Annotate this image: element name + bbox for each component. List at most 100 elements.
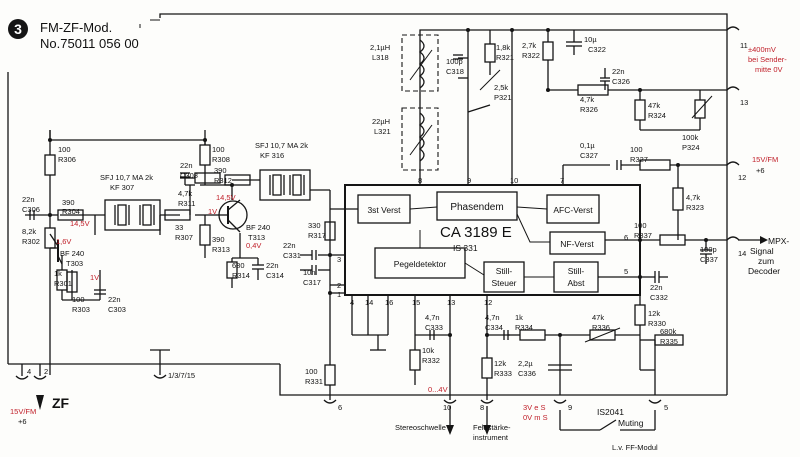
r330-value: 12k bbox=[648, 309, 660, 318]
mpx-label-line4: Decoder bbox=[748, 266, 780, 276]
c331-value: 22n bbox=[283, 241, 296, 250]
field-strength-label-line2: instrument bbox=[473, 433, 509, 442]
ic-block-mute-control-line2: Steuer bbox=[491, 278, 516, 288]
ic-pin-3: 3 bbox=[337, 255, 341, 264]
resistor-r307 bbox=[164, 209, 191, 221]
voltage-1v-t303: 1V bbox=[90, 273, 99, 282]
ic-pin-10: 10 bbox=[510, 176, 518, 185]
pin-label-11: 11 bbox=[740, 41, 748, 50]
c308-value: 22n bbox=[180, 161, 193, 170]
afc-label-line2: bei Sender- bbox=[748, 55, 787, 64]
r317-ref: R317 bbox=[308, 231, 326, 240]
c308-ref: C308 bbox=[180, 171, 198, 180]
c314-ref: C314 bbox=[266, 271, 284, 280]
filter-kf307 bbox=[104, 199, 161, 231]
coil-l321 bbox=[401, 107, 439, 171]
resistor-r311 bbox=[194, 172, 221, 184]
r307-value: 33 bbox=[175, 223, 183, 232]
voltage-0-to-4v: 0...4V bbox=[428, 385, 448, 394]
c303-value: 22n bbox=[108, 295, 121, 304]
r323-ref: R323 bbox=[686, 203, 704, 212]
r336-ref: R336 bbox=[592, 323, 610, 332]
r332-value: 10k bbox=[422, 346, 434, 355]
resistor-r334 bbox=[519, 329, 546, 341]
r304-value: 390 bbox=[62, 198, 75, 207]
resistor-r330 bbox=[634, 304, 646, 326]
kf316-ref: KF 316 bbox=[260, 151, 284, 160]
t313-ref: T313 bbox=[248, 233, 265, 242]
pin-label-14: 14 bbox=[738, 249, 746, 258]
afc-label-line3: mitte 0V bbox=[755, 65, 783, 74]
transistor-t313 bbox=[218, 199, 248, 233]
r306-value: 100 bbox=[58, 145, 71, 154]
voltage-annotations: 14,5V 1,6V 1V 14,5V 1V 0,4V 0...4V bbox=[56, 193, 448, 394]
r311-ref: R311 bbox=[178, 199, 195, 208]
pins-1-3-7-15-label: 1/3/7/15 bbox=[168, 371, 195, 380]
mpx-label-line2: Signal bbox=[750, 246, 774, 256]
r308-value: 100 bbox=[212, 145, 225, 154]
board-frame bbox=[7, 13, 728, 396]
stereo-threshold-label: Stereoschwelle bbox=[395, 423, 446, 432]
pin-label-12: 12 bbox=[738, 173, 746, 182]
ic-pin-12: 12 bbox=[484, 298, 492, 307]
voltage-1v-t313: 1V bbox=[208, 207, 217, 216]
c314-value: 22n bbox=[266, 261, 279, 270]
c322-value: 10µ bbox=[584, 35, 597, 44]
module-number: No.75011 056 00 bbox=[40, 36, 139, 51]
ic-part-number: CA 3189 E bbox=[440, 224, 512, 241]
resistor-r327 bbox=[639, 159, 671, 171]
ff-module-label: L.v. FF-Modul bbox=[612, 443, 658, 452]
ic-block-af-amplifier: NF-Verst bbox=[560, 239, 594, 249]
c317-value: 10n bbox=[303, 268, 316, 277]
supply-left-pin: +6 bbox=[18, 417, 27, 426]
junctions bbox=[48, 28, 708, 337]
c333-ref: C333 bbox=[425, 323, 443, 332]
resistor-r302 bbox=[44, 227, 56, 249]
resistor-r337 bbox=[659, 234, 686, 246]
l318-ref: L318 bbox=[372, 53, 389, 62]
pin-label-6: 6 bbox=[338, 403, 342, 412]
voltage-1-6v: 1,6V bbox=[56, 237, 71, 246]
r312-ref: R312 bbox=[214, 176, 232, 185]
ic-pin-9: 9 bbox=[467, 176, 471, 185]
r321-value: 1,8k bbox=[496, 43, 510, 52]
c306-ref: C306 bbox=[22, 205, 40, 214]
p321-value: 2,5k bbox=[494, 83, 508, 92]
r331-value: 100 bbox=[305, 367, 318, 376]
resistor-r313 bbox=[199, 224, 211, 246]
r307-ref: R307 bbox=[175, 233, 193, 242]
p321-ref: P321 bbox=[494, 93, 512, 102]
p324-ref: P324 bbox=[682, 143, 700, 152]
pin-label-8: 8 bbox=[480, 403, 484, 412]
r331-ref: R331 bbox=[305, 377, 323, 386]
ic-pin-14: 14 bbox=[365, 298, 373, 307]
field-strength-label-line1: Feldstärke- bbox=[473, 423, 511, 432]
ic-pin-5: 5 bbox=[624, 267, 628, 276]
ic-block-level-detector: Pegeldetektor bbox=[394, 259, 447, 269]
r326-value: 4,7k bbox=[580, 95, 594, 104]
potentiometer-r336 bbox=[589, 329, 616, 341]
module-title: FM-ZF-Mod. bbox=[40, 20, 112, 35]
r311-value: 4,7k bbox=[178, 189, 192, 198]
r302-ref: R302 bbox=[22, 237, 40, 246]
c331-ref: C331 bbox=[283, 251, 301, 260]
ic-block-limiter: 3st Verst bbox=[367, 205, 401, 215]
c333-value: 4,7n bbox=[425, 313, 440, 322]
c337-value: 100p bbox=[700, 245, 717, 254]
r334-value: 1k bbox=[515, 313, 523, 322]
r324-ref: R324 bbox=[648, 111, 666, 120]
t303-ref: T303 bbox=[66, 259, 83, 268]
potentiometer-p324 bbox=[694, 99, 706, 119]
r302-value: 8,2k bbox=[22, 227, 36, 236]
r303-ref: R303 bbox=[72, 305, 90, 314]
r322-ref: R322 bbox=[522, 51, 540, 60]
pin-label-13: 13 bbox=[740, 98, 748, 107]
l318-value: 2,1µH bbox=[370, 43, 390, 52]
resistor-r331 bbox=[324, 364, 336, 386]
r333-ref: R333 bbox=[494, 369, 512, 378]
kf316-type: SFJ 10,7 MA 2k bbox=[255, 141, 308, 150]
c317-ref: C317 bbox=[303, 278, 321, 287]
resistor-r324 bbox=[634, 99, 646, 121]
r301-value: 1k bbox=[54, 269, 62, 278]
c318-value: 100p bbox=[446, 57, 463, 66]
